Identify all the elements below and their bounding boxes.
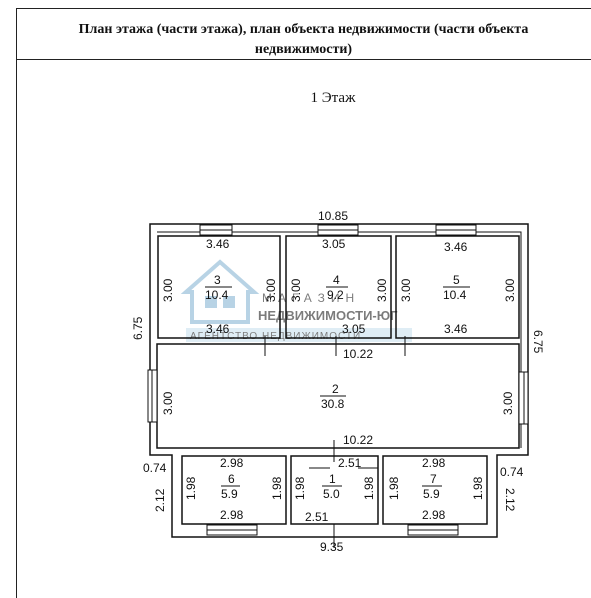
room-5-outline	[395, 235, 520, 339]
room-7-bottom: 2.98	[422, 508, 446, 522]
room-7: 2.98 2.98 1.98 1.98 7 5.9	[387, 456, 485, 522]
dim-right-wing: 0.74	[500, 465, 524, 479]
room-3-outline	[157, 235, 281, 339]
room-6-outline	[181, 455, 287, 525]
room-1-bottom: 2.51	[305, 510, 329, 524]
room-5-right: 3.00	[503, 278, 517, 302]
room-4-right: 3.00	[375, 278, 389, 302]
watermark-line2: НЕДВИЖИМОСТИ-ЮГ	[258, 308, 398, 323]
room-1-right: 1.98	[362, 476, 376, 500]
room-6-top: 2.98	[220, 456, 244, 470]
dim-right-wing-h: 2.12	[503, 488, 517, 512]
room-3-bottom: 3.46	[206, 322, 230, 336]
room-3: 3.46 3.46 3.00 3.00 3 10.4	[161, 237, 278, 336]
room-5-top: 3.46	[444, 240, 468, 254]
room-3-right: 3.00	[264, 278, 278, 302]
room-4-outline	[285, 235, 392, 339]
dim-bottom: 9.35	[320, 540, 344, 554]
room-6-number: 6	[228, 472, 235, 486]
room-1-number: 1	[329, 472, 336, 486]
room-7-top: 2.98	[422, 456, 446, 470]
room-3-number: 3	[214, 273, 221, 287]
room-2-right: 3.00	[501, 391, 515, 415]
watermark-house-icon	[180, 259, 260, 324]
room-6-area: 5.9	[221, 487, 238, 501]
room-6: 2.98 2.98 1.98 1.98 6 5.9	[184, 456, 284, 522]
room-6-bottom: 2.98	[220, 508, 244, 522]
room-2-left: 3.00	[161, 391, 175, 415]
room-2-area: 30.8	[321, 397, 345, 411]
room-2-bottom: 10.22	[343, 433, 373, 447]
room-1-area: 5.0	[323, 487, 340, 501]
room-5-bottom: 3.46	[444, 322, 468, 336]
watermark-window-icon	[223, 296, 235, 308]
dim-left-wing-h: 2.12	[153, 488, 167, 512]
room-5-area: 10.4	[443, 288, 467, 302]
room-5-number: 5	[453, 273, 460, 287]
windows	[147, 224, 529, 536]
room-2: 10.22 10.22 3.00 3.00 2 30.8	[161, 347, 515, 447]
room-4-bottom: 3.05	[342, 322, 366, 336]
room-3-area: 10.4	[205, 288, 229, 302]
room-1: 2.51 2.51 1.98 1.98 1 5.0	[293, 456, 376, 524]
room-2-number: 2	[332, 382, 339, 396]
watermark-window-icon	[205, 296, 217, 308]
room-4-left: 3.00	[289, 278, 303, 302]
room-3-left: 3.00	[161, 278, 175, 302]
room-7-outline	[382, 455, 488, 525]
watermark-line1: МАГАЗИН	[262, 291, 360, 305]
room-1-top: 2.51	[338, 456, 362, 470]
dim-right: 6.75	[531, 330, 545, 354]
room-6-left: 1.98	[184, 476, 198, 500]
room-4-area: 9.2	[327, 288, 344, 302]
room-7-right: 1.98	[471, 476, 485, 500]
floor-label: 1 Этаж	[310, 90, 356, 106]
room-3-top: 3.46	[206, 237, 230, 251]
room-7-left: 1.98	[387, 476, 401, 500]
room-4-top: 3.05	[322, 237, 346, 251]
room-4-number: 4	[333, 273, 340, 287]
room-5-left: 3.00	[399, 278, 413, 302]
watermark-line3: АГЕНТСТВО НЕДВИЖИМОСТИ	[190, 331, 361, 342]
dim-left-wing: 0.74	[143, 461, 167, 475]
room-1-left: 1.98	[293, 476, 307, 500]
page-title: План этажа (части этажа), план объекта н…	[78, 22, 529, 57]
door-markers	[264, 336, 406, 548]
outer-wall	[149, 223, 529, 538]
dim-top: 10.85	[318, 209, 348, 223]
header-band	[16, 8, 591, 60]
room-7-area: 5.9	[423, 487, 440, 501]
room-7-number: 7	[430, 472, 437, 486]
dim-left: 6.75	[131, 316, 145, 340]
room-4: 3.05 3.05 3.00 3.00 4 9.2	[289, 237, 389, 336]
page-left-border	[16, 60, 17, 598]
room-6-right: 1.98	[270, 476, 284, 500]
room-5: 3.46 3.46 3.00 3.00 5 10.4	[399, 240, 517, 336]
room-2-top: 10.22	[343, 347, 373, 361]
outer-dimensions: 10.85 6.75 6.75 9.35 0.74 0.74 2.12 2.12	[131, 209, 545, 554]
